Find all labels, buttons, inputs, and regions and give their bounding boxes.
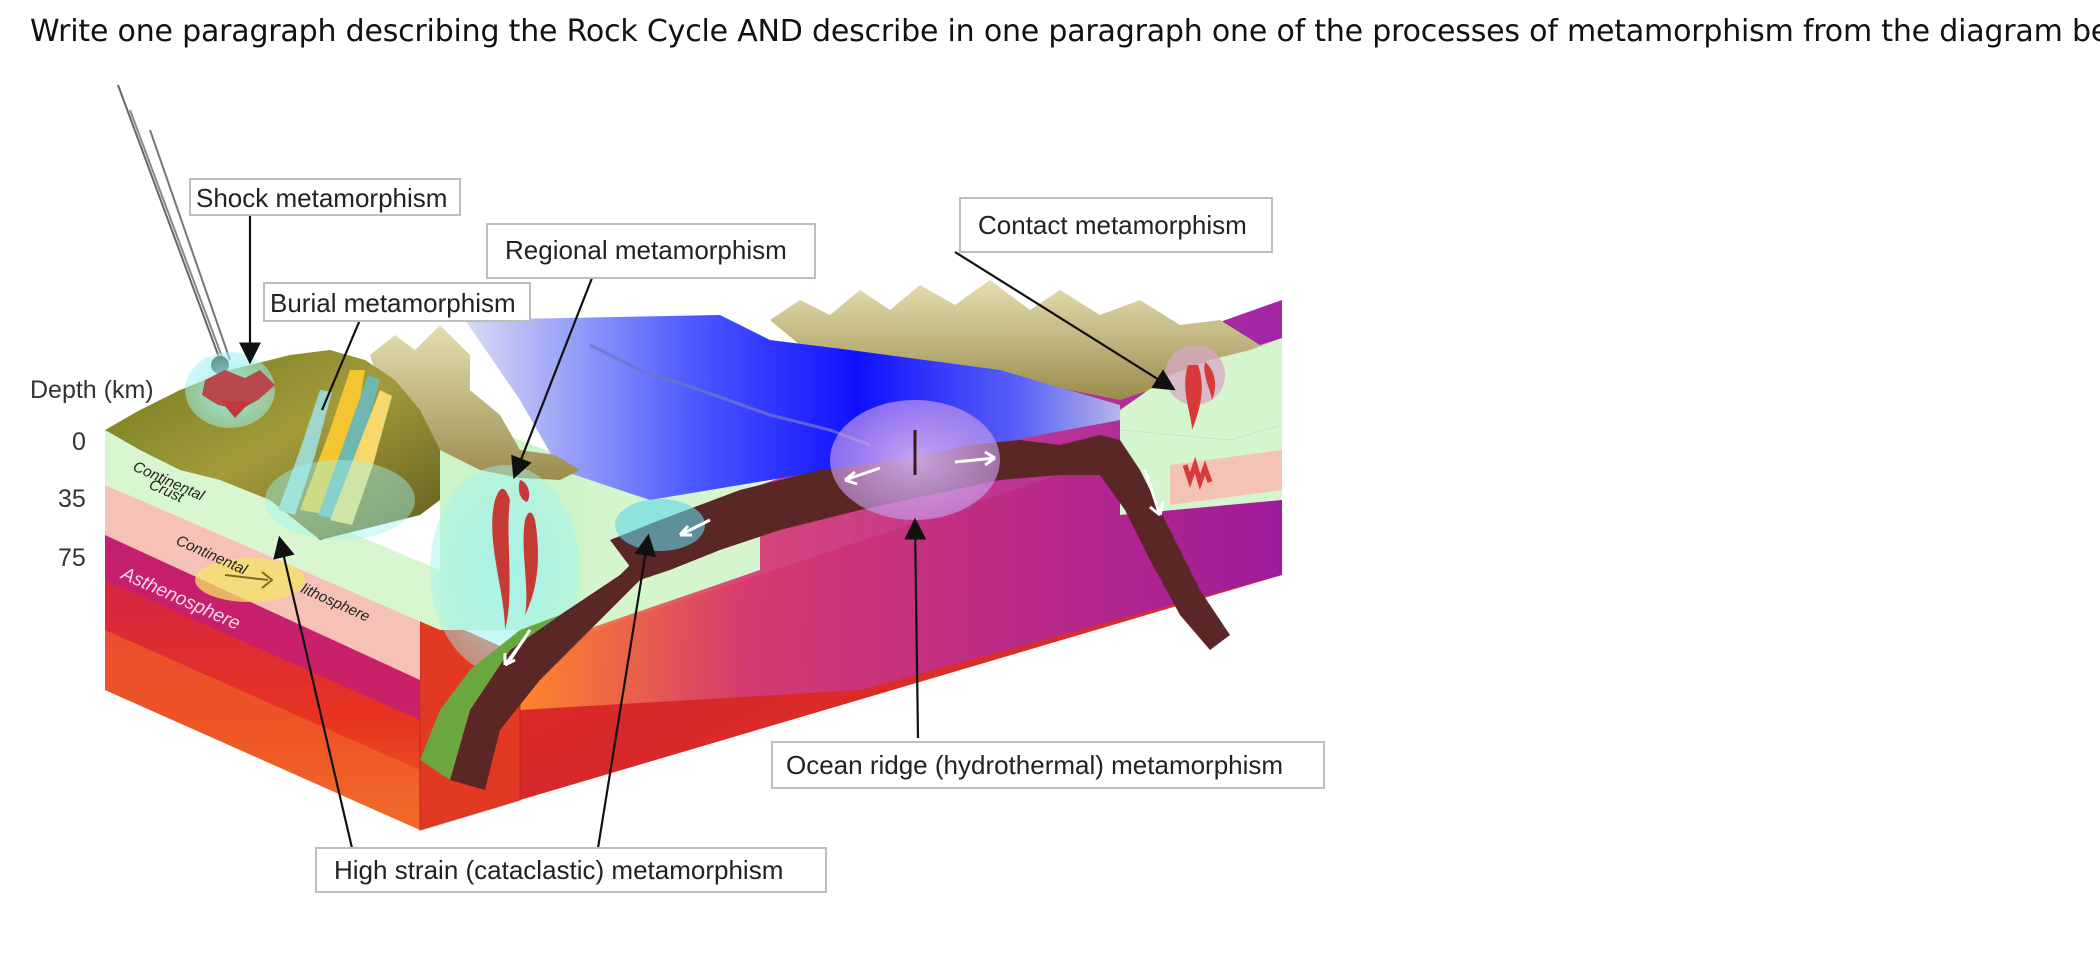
callout-shock: Shock metamorphism (189, 178, 461, 216)
question-text: Write one paragraph describing the Rock … (30, 14, 2100, 49)
leader-burial (320, 314, 364, 411)
label-high-strain: High strain (cataclastic) metamorphism (334, 855, 783, 885)
callout-ocean-ridge: Ocean ridge (hydrothermal) metamorphism (771, 741, 1325, 789)
continental-crust-layer (105, 430, 440, 630)
depth-axis-title: Depth (km) (30, 376, 154, 404)
leader-lines (239, 215, 1176, 849)
folded-strata (300, 370, 365, 515)
top-surface (370, 280, 1282, 515)
high-strain-zone-left (195, 558, 305, 602)
callout-regional: Regional metamorphism (486, 223, 816, 279)
callout-high-strain: High strain (cataclastic) metamorphism (315, 847, 827, 893)
depth-axis: Depth (km) 0 35 75 (30, 376, 154, 572)
label-ocean-ridge: Ocean ridge (hydrothermal) metamorphism (786, 750, 1283, 780)
depth-tick-0: 0 (72, 428, 86, 456)
leader-high-strain-left (273, 535, 354, 849)
terrain-block (105, 350, 440, 602)
label-contact: Contact metamorphism (978, 210, 1247, 240)
shock-impact (117, 84, 275, 428)
callout-burial: Burial metamorphism (263, 282, 531, 322)
leader-regional (511, 277, 594, 480)
label-shock: Shock metamorphism (196, 183, 447, 213)
high-strain-zone-middle (615, 499, 705, 551)
metamorphism-block-diagram: Depth (km) 0 35 75 Continental Crust Con… (30, 84, 1325, 893)
leader-high-strain-right (596, 533, 657, 849)
depth-tick-35: 35 (58, 485, 86, 513)
label-regional: Regional metamorphism (505, 235, 787, 265)
leader-contact (954, 251, 1176, 391)
label-burial: Burial metamorphism (270, 288, 516, 318)
callout-contact: Contact metamorphism (959, 197, 1273, 253)
ocean (465, 315, 1120, 500)
contact-zone (1165, 345, 1225, 491)
depth-tick-75: 75 (58, 544, 86, 572)
coastal-mountains (370, 325, 580, 480)
leader-ocean-ridge (904, 517, 927, 739)
